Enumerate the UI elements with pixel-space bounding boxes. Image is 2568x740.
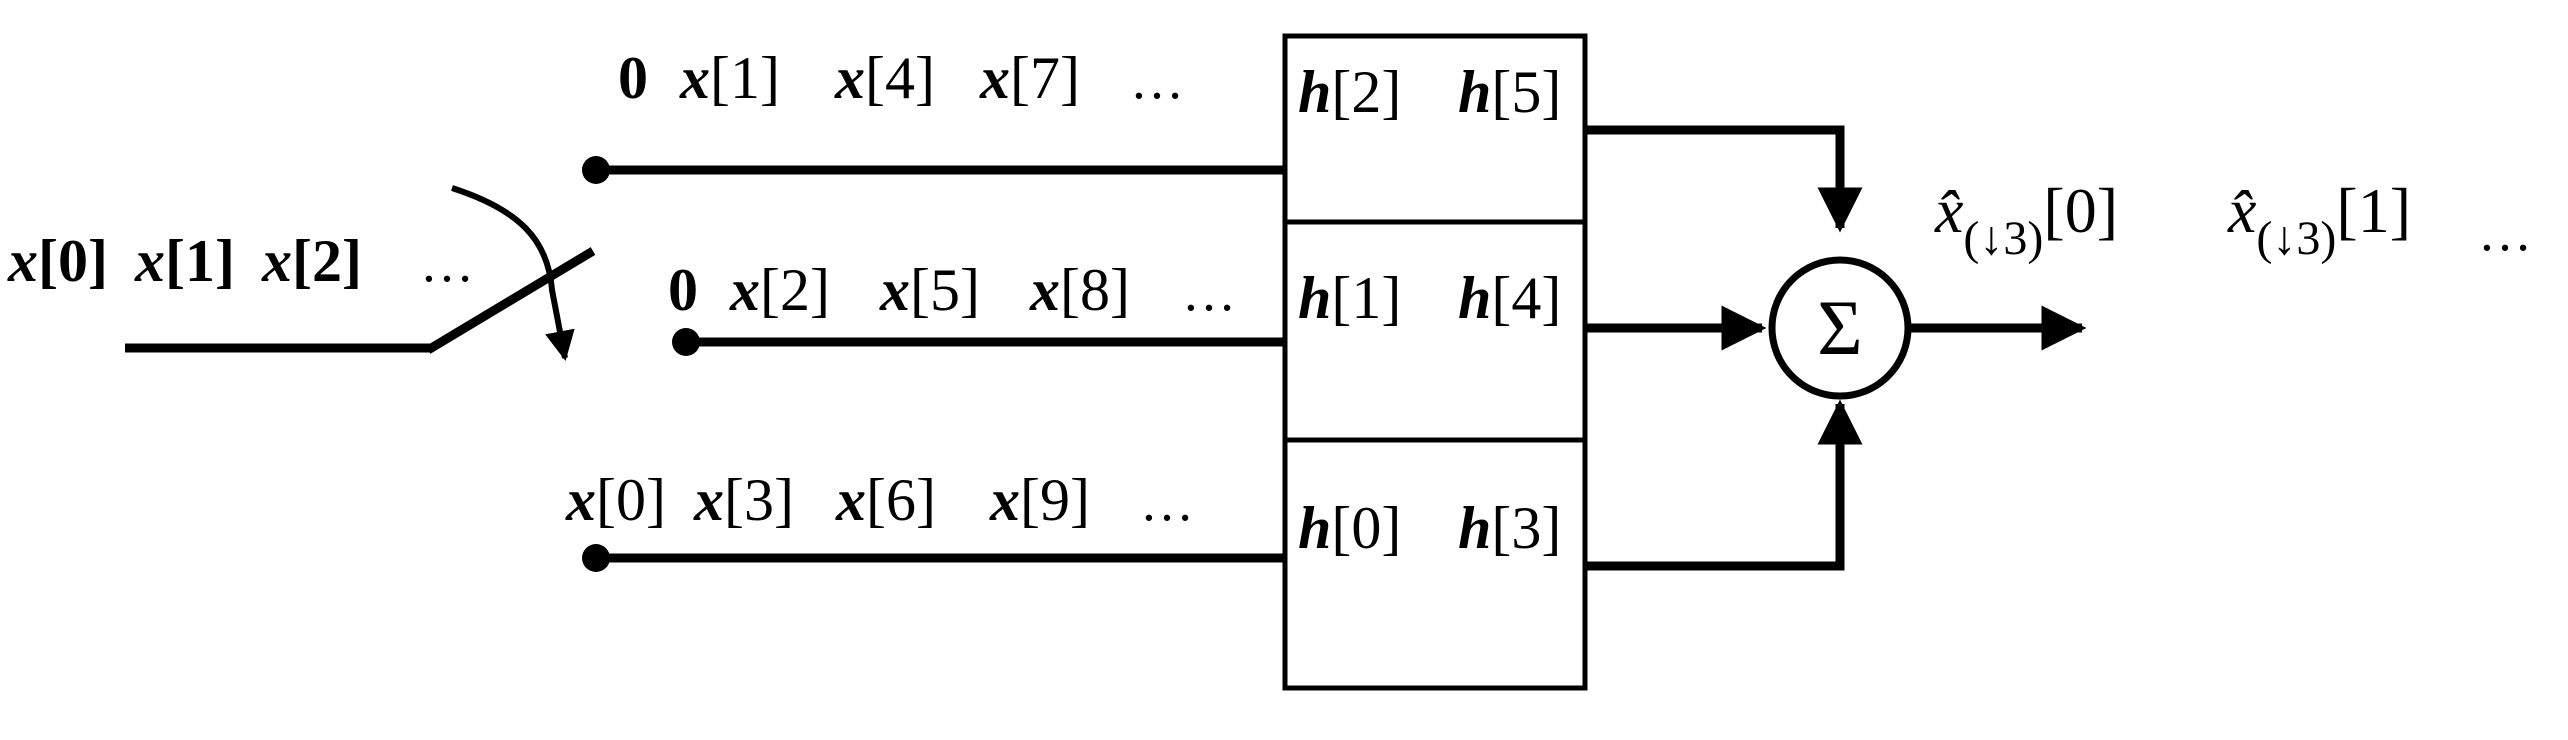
branch-2-coefficient-1: h[4] [1458,265,1561,331]
branch-3-sample-1: x[3] [693,467,794,533]
commutator-switch-arm [425,247,596,354]
branch-2-ellipsis: … [1182,262,1238,322]
branch-1-sample-2: x[4] [834,45,935,111]
branch-1-output-path [1585,125,1863,233]
input-ellipsis: … [420,233,476,293]
polyphase-filter-block [1282,33,1588,691]
branch-3-coefficient-1: h[3] [1458,495,1561,561]
branch-2-sample-3: x[8] [1029,257,1130,323]
branch-3-sample-2: x[6] [835,467,936,533]
branch-3-sample-0: x[0] [565,467,666,533]
diagram-labels: x[0] x[1] x[2] … 0 x[1] x[4] x[7] … h[2] h[5] 0 x[2]… [7,45,2534,561]
branch-1-sample-3: x[7] [979,45,1080,111]
branch-1-coefficient-1: h[5] [1458,59,1561,125]
branch-1-sample-0: 0 [618,45,648,111]
branch-3-ellipsis: … [1140,472,1196,532]
branch-2-sample-0: 0 [668,257,698,323]
commutator-rotation-arrow [451,185,575,361]
input-sample-2: x[2] [261,228,362,294]
branch-1-sample-1: x[1] [679,45,780,111]
input-sample-0: x[0] [7,228,108,294]
branch-3-coefficient-0: h[0] [1298,495,1401,561]
filter-block-outline [1282,33,1588,691]
input-sample-1: x[1] [134,228,235,294]
output-sample-1: x̂(↓3)[1] [2227,175,2411,265]
branch-2-coefficient-0: h[1] [1298,265,1401,331]
branch-3-output-path [1585,399,1863,571]
branch-1-ellipsis: … [1130,50,1186,110]
output-ellipsis: … [2478,202,2534,262]
output-sample-0: x̂(↓3)[0] [1934,175,2118,265]
summer-symbol: Σ [1817,284,1862,371]
branch-2-sample-2: x[5] [879,257,980,323]
branch-2-sample-1: x[2] [729,257,830,323]
branch-1-coefficient-0: h[2] [1298,59,1401,125]
branch-3-sample-3: x[9] [989,467,1090,533]
